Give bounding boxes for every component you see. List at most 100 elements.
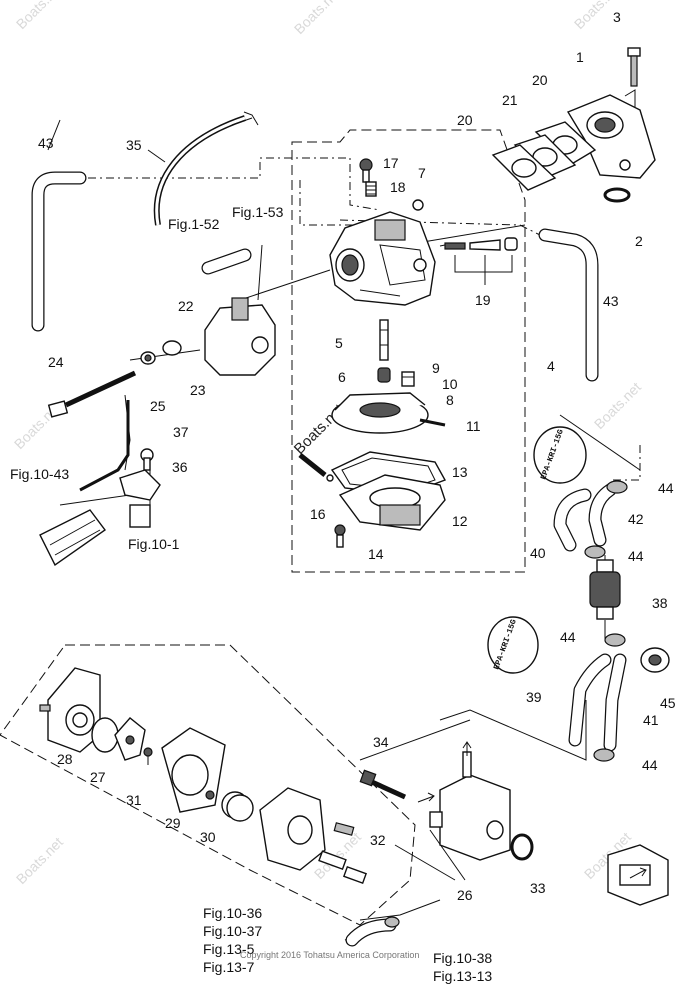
label-25: 25 (150, 398, 166, 414)
copyright-notice: Copyright 2016 Tohatsu America Corporati… (240, 950, 419, 960)
fuel-pump-assembly-26 (417, 741, 511, 861)
ref-fig1-53: Fig.1-53 (232, 204, 284, 220)
gasket-20-lower (491, 144, 557, 191)
label-44-a: 44 (658, 480, 674, 496)
screw-32 (333, 822, 355, 836)
hose-fig1-52 (201, 248, 252, 275)
label-42: 42 (628, 511, 644, 527)
svg-text:Boats.net: Boats.net (291, 0, 344, 37)
label-35: 35 (126, 137, 142, 153)
bolt-3 (627, 47, 641, 87)
label-44-c: 44 (560, 629, 576, 645)
screw-14 (334, 524, 346, 548)
o-ring-2 (603, 187, 631, 203)
label-17: 17 (383, 155, 399, 171)
diaphragm-29 (161, 727, 226, 813)
label-20-lower: 20 (457, 112, 473, 128)
hose-43-right (538, 228, 599, 382)
ref-fig10-36: Fig.10-36 (203, 905, 262, 921)
epa-tag-lower: EPA-KRI-15G (487, 616, 539, 674)
label-16: 16 (310, 506, 326, 522)
linkage-fig10-43 (39, 509, 106, 567)
label-11: 11 (466, 418, 481, 434)
part-number-labels: 3 1 3 20 21 20 2 17 18 7 19 4 5 6 9 10 8… (38, 9, 676, 903)
label-7: 7 (418, 165, 426, 181)
ref-fig13-5: Fig.13-5 (203, 941, 255, 957)
label-4: 4 (547, 358, 555, 374)
label-23: 23 (190, 382, 206, 398)
ref-fig10-37: Fig.10-37 (203, 923, 262, 939)
ref-fig1-52: Fig.1-52 (168, 216, 220, 232)
label-12: 12 (452, 513, 468, 529)
collar-23 (162, 340, 182, 356)
ref-fig10-38: Fig.10-38 (433, 950, 492, 966)
needle-valve-9-10 (401, 371, 415, 387)
label-20-upper: 20 (532, 72, 548, 88)
clamp-36 (119, 469, 161, 528)
label-36: 36 (172, 459, 188, 475)
hose-39 (568, 653, 612, 747)
label-40: 40 (530, 545, 546, 561)
washer-25 (140, 351, 156, 365)
label-10: 10 (442, 376, 458, 392)
fuel-filter-38 (589, 559, 621, 620)
o-ring-33 (510, 833, 534, 861)
label-21: 21 (502, 92, 518, 108)
clip-44-c (604, 633, 626, 647)
clip-44-b (584, 545, 606, 559)
clip-44-d (593, 748, 615, 762)
float-pin-11 (419, 418, 446, 427)
label-38: 38 (652, 595, 668, 611)
hose-43-left (31, 171, 87, 332)
label-45: 45 (660, 695, 676, 711)
grommet-45 (640, 647, 670, 673)
label-6: 6 (338, 369, 346, 385)
label-18: 18 (390, 179, 406, 195)
bracket-inset (607, 844, 669, 906)
label-24: 24 (48, 354, 64, 370)
label-26: 26 (457, 887, 473, 903)
hose-bottom (345, 916, 400, 947)
svg-text:Boats.net: Boats.net (13, 834, 66, 887)
label-44-d: 44 (642, 757, 658, 773)
drain-screw-16 (298, 453, 334, 482)
ref-fig10-1: Fig.10-1 (128, 536, 180, 552)
label-29: 29 (165, 815, 181, 831)
main-jet-5 (379, 319, 389, 361)
carburetor-body (329, 211, 436, 306)
screw-17 (359, 158, 373, 183)
pilot-screw-set-19 (439, 237, 518, 285)
label-8: 8 (446, 392, 454, 408)
bolt-34 (359, 769, 407, 800)
spring-30 (221, 791, 254, 822)
label-13: 13 (452, 464, 468, 480)
hose-40 (553, 488, 592, 552)
float-bowl-12 (338, 474, 446, 531)
label-34: 34 (373, 734, 389, 750)
label-5: 5 (335, 335, 343, 351)
label-39: 39 (526, 689, 542, 705)
figure-references: Fig.1-52 Fig.1-53 Fig.10-43 Fig.10-1 Fig… (10, 204, 492, 984)
intake-manifold-1 (566, 94, 656, 179)
ref-fig10-43: Fig.10-43 (10, 466, 69, 482)
hose-42 (588, 483, 617, 547)
label-9: 9 (432, 360, 440, 376)
label-28: 28 (57, 751, 73, 767)
fuel-pump-group-outline (0, 644, 416, 926)
screw-7 (412, 199, 424, 211)
bolt-24 (47, 370, 137, 418)
label-2: 2 (635, 233, 643, 249)
carburetor-group-outline (291, 129, 526, 573)
pump-cover (259, 787, 326, 871)
label-22: 22 (178, 298, 194, 314)
label-3b: 3 (613, 9, 621, 25)
ref-fig13-13: Fig.13-13 (433, 968, 492, 984)
jet-6 (377, 367, 391, 383)
ref-fig13-7: Fig.13-7 (203, 959, 255, 975)
spring-18 (365, 181, 377, 197)
svg-text:Boats.net: Boats.net (13, 0, 66, 32)
label-1: 1 (576, 49, 584, 65)
label-33: 33 (530, 880, 546, 896)
choke-housing-22 (204, 297, 276, 376)
